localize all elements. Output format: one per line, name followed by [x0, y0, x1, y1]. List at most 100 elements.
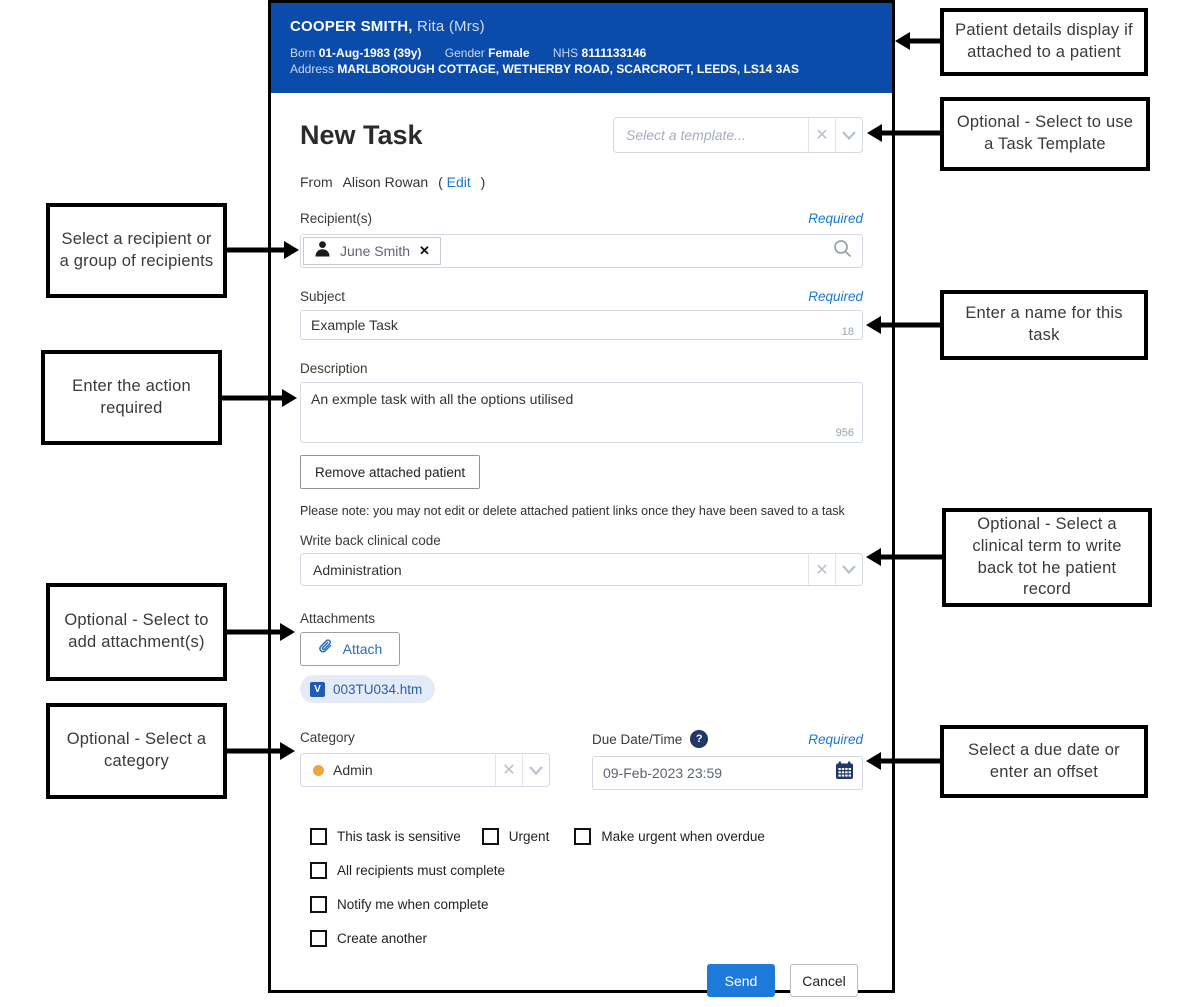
checkbox-urgent-when-overdue[interactable]	[574, 828, 592, 845]
writeback-label: Write back clinical code	[300, 533, 441, 548]
person-icon	[314, 240, 331, 263]
calendar-icon[interactable]	[835, 761, 854, 785]
recipient-remove-icon[interactable]: ✕	[419, 243, 430, 258]
category-color-dot	[313, 764, 324, 776]
category-chevron-down-icon[interactable]	[522, 754, 549, 786]
new-task-form: New Task Select a template... ✕ From Ali…	[271, 117, 892, 997]
callout-description: Enter the action required	[41, 350, 222, 445]
recipients-label: Recipient(s)	[300, 211, 373, 226]
patient-name: COOPER SMITH, Rita (Mrs)	[290, 18, 873, 35]
arrow-template	[867, 124, 941, 142]
callout-due: Select a due date or enter an offset	[940, 725, 1148, 798]
born-label: Born	[290, 46, 316, 60]
writeback-chevron-down-icon[interactable]	[835, 554, 862, 585]
patient-demographics: Born 01-Aug-1983 (39y) Gender Female NHS…	[290, 46, 873, 60]
arrow-writeback	[866, 548, 942, 566]
checkbox-create-another-label: Create another	[337, 931, 428, 946]
callout-patient-details: Patient details display if attached to a…	[940, 8, 1148, 76]
description-value: An exmple task with all the options util…	[311, 391, 574, 407]
recipients-required-badge: Required	[808, 211, 863, 226]
from-value: Alison Rowan	[342, 174, 429, 190]
writeback-clear-icon[interactable]: ✕	[808, 554, 835, 585]
checkbox-urgent-label: Urgent	[508, 829, 550, 844]
edit-sender-link[interactable]: Edit	[446, 174, 471, 190]
recipient-chip[interactable]: June Smith ✕	[303, 237, 441, 265]
address-value: MARLBOROUGH COTTAGE, WETHERBY ROAD, SCAR…	[337, 62, 799, 76]
arrow-subject	[866, 316, 940, 334]
attach-button[interactable]: Attach	[300, 632, 400, 666]
callout-recipient: Select a recipient or a group of recipie…	[46, 203, 227, 298]
subject-char-count: 18	[841, 326, 854, 338]
callout-writeback: Optional - Select a clinical term to wri…	[942, 508, 1152, 607]
subject-input[interactable]: Example Task 18	[300, 310, 863, 340]
attach-button-label: Attach	[342, 641, 383, 657]
category-clear-icon[interactable]: ✕	[495, 754, 522, 786]
category-value: Admin	[333, 762, 373, 778]
checkbox-notify-complete-label: Notify me when complete	[337, 897, 489, 912]
template-select[interactable]: Select a template... ✕	[613, 117, 863, 153]
page-title: New Task	[300, 119, 423, 150]
gender-label: Gender	[444, 46, 485, 60]
attachment-item[interactable]: V 003TU034.htm	[300, 675, 436, 703]
callout-attachments: Optional - Select to add attachment(s)	[46, 583, 227, 681]
template-placeholder[interactable]: Select a template...	[626, 127, 746, 143]
arrow-recipient	[227, 241, 299, 259]
checkbox-urgent-when-overdue-label: Make urgent when overdue	[601, 829, 765, 844]
attachments-label: Attachments	[300, 611, 376, 626]
checkbox-sensitive-label: This task is sensitive	[337, 829, 461, 844]
category-select[interactable]: Admin ✕	[300, 753, 550, 787]
category-label: Category	[300, 730, 355, 745]
callout-template: Optional - Select to use a Task Template	[940, 97, 1150, 171]
remove-attached-patient-button[interactable]: Remove attached patient	[300, 455, 481, 489]
address-label: Address	[290, 62, 335, 76]
from-label: From	[300, 174, 333, 190]
arrow-patient-details	[895, 32, 940, 50]
options-checkbox-group: This task is sensitive Urgent Make urgen…	[310, 828, 863, 947]
checkbox-create-another[interactable]	[310, 930, 327, 947]
recipient-chip-name: June Smith	[340, 243, 411, 259]
nhs-label: NHS	[552, 46, 579, 60]
patient-address: Address MARLBOROUGH COTTAGE, WETHERBY RO…	[290, 62, 873, 76]
send-button[interactable]: Send	[707, 964, 775, 997]
arrow-category	[227, 742, 295, 760]
subject-required-badge: Required	[808, 289, 863, 304]
checkbox-sensitive[interactable]	[310, 828, 327, 845]
patient-link-note: Please note: you may not edit or delete …	[300, 504, 845, 518]
due-date-value: 09-Feb-2023 23:59	[603, 765, 723, 781]
checkbox-all-recipients-label: All recipients must complete	[337, 863, 506, 878]
search-icon[interactable]	[833, 239, 852, 263]
born-value: 01-Aug-1983 (39y)	[318, 46, 422, 60]
writeback-value[interactable]: Administration	[313, 561, 402, 578]
arrow-description	[222, 389, 297, 407]
attachment-file-name: 003TU034.htm	[333, 681, 423, 697]
description-label: Description	[300, 361, 368, 376]
checkbox-all-recipients[interactable]	[310, 862, 327, 879]
patient-banner: COOPER SMITH, Rita (Mrs) Born 01-Aug-198…	[271, 3, 892, 93]
due-date-label: Due Date/Time	[592, 731, 683, 747]
nhs-value: 8111133146	[581, 46, 647, 60]
paperclip-icon	[318, 638, 334, 660]
new-task-dialog: COOPER SMITH, Rita (Mrs) Born 01-Aug-198…	[268, 0, 895, 997]
description-char-count: 956	[835, 427, 854, 439]
due-date-input[interactable]: 09-Feb-2023 23:59	[592, 756, 863, 790]
callout-category: Optional - Select a category	[46, 703, 227, 799]
checkbox-notify-complete[interactable]	[310, 896, 327, 913]
description-input[interactable]: An exmple task with all the options util…	[300, 382, 863, 443]
patient-surname: COOPER SMITH,	[290, 18, 413, 35]
checkbox-urgent[interactable]	[481, 828, 499, 845]
subject-label: Subject	[300, 289, 346, 304]
patient-forename: Rita (Mrs)	[416, 18, 485, 35]
writeback-select[interactable]: Administration ✕	[300, 553, 863, 586]
subject-value: Example Task	[311, 317, 398, 333]
template-chevron-down-icon[interactable]	[835, 118, 862, 152]
template-clear-icon[interactable]: ✕	[808, 118, 835, 152]
attachment-file-icon: V	[310, 681, 325, 697]
gender-value: Female	[488, 46, 530, 60]
recipients-input[interactable]: June Smith ✕	[300, 234, 863, 268]
help-icon[interactable]: ?	[690, 730, 709, 748]
cancel-button[interactable]: Cancel	[790, 964, 858, 997]
arrow-due	[866, 752, 940, 770]
due-required-badge: Required	[808, 731, 863, 747]
callout-subject: Enter a name for this task	[940, 290, 1148, 360]
